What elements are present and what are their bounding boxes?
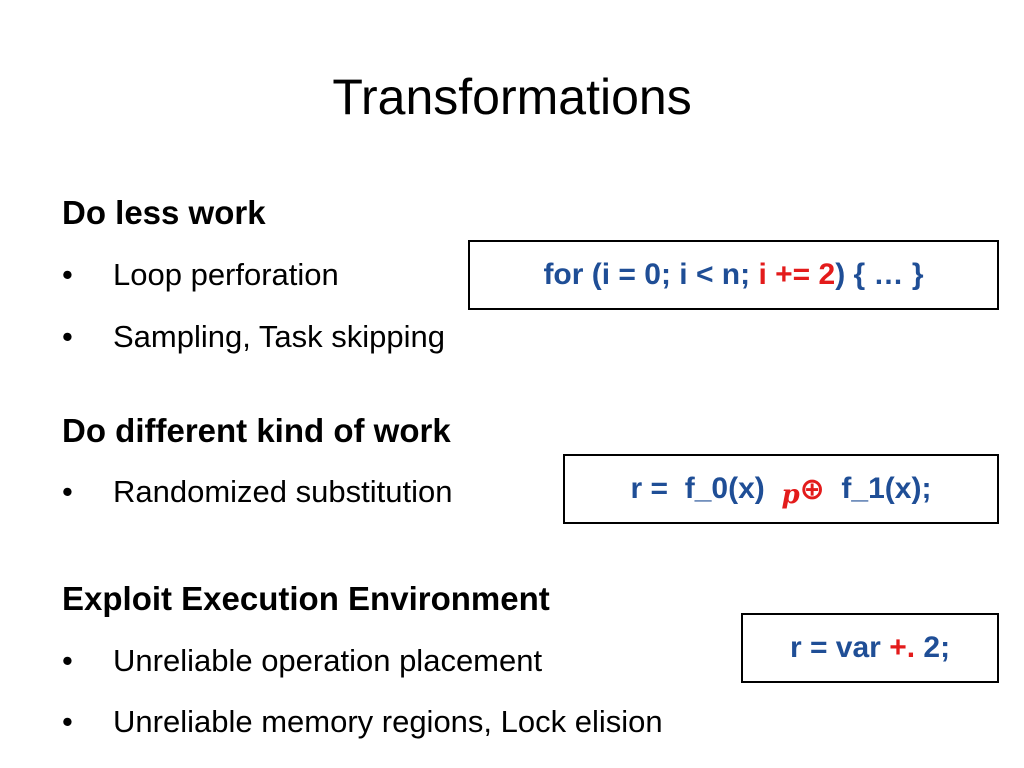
code-text: r = var	[789, 631, 890, 664]
bullet-text: Unreliable memory regions, Lock elision	[113, 704, 663, 739]
bullet-text: Sampling, Task skipping	[113, 319, 445, 354]
code-text: r = f_0(x)	[630, 472, 782, 505]
code-oplus-symbol: ⊕	[799, 472, 825, 506]
slide-title: Transformations	[332, 69, 692, 125]
substitution-code-box: r = f_0(x) p⊕ f_1(x);	[563, 454, 999, 524]
bullet-dot: •	[62, 474, 73, 509]
bullet-dot: •	[62, 704, 73, 739]
bullet-dot: •	[62, 643, 73, 678]
section-heading-execution-environment: Exploit Execution Environment	[62, 580, 550, 617]
bullet-dot: •	[62, 319, 73, 354]
bullet-dot: •	[62, 257, 73, 292]
code-p-symbol: p	[781, 480, 800, 510]
bullet-text: Loop perforation	[113, 257, 339, 292]
code-highlight: i += 2	[758, 258, 836, 291]
unreliable-operation-code-box: r = var +. 2;	[741, 613, 999, 683]
code-text: ) { … }	[835, 258, 924, 291]
code-text: 2;	[915, 631, 951, 664]
bullet-text: Randomized substitution	[113, 474, 453, 509]
loop-perforation-code-box: for (i = 0; i < n; i += 2) { … }	[468, 240, 999, 310]
code-highlight: +.	[889, 631, 916, 664]
section-heading-less-work: Do less work	[62, 194, 266, 231]
bullet-text: Unreliable operation placement	[113, 643, 543, 678]
section-heading-different-work: Do different kind of work	[62, 412, 451, 449]
code-text: f_1(x);	[824, 472, 932, 505]
code-text: for (i = 0; i < n;	[543, 258, 759, 291]
